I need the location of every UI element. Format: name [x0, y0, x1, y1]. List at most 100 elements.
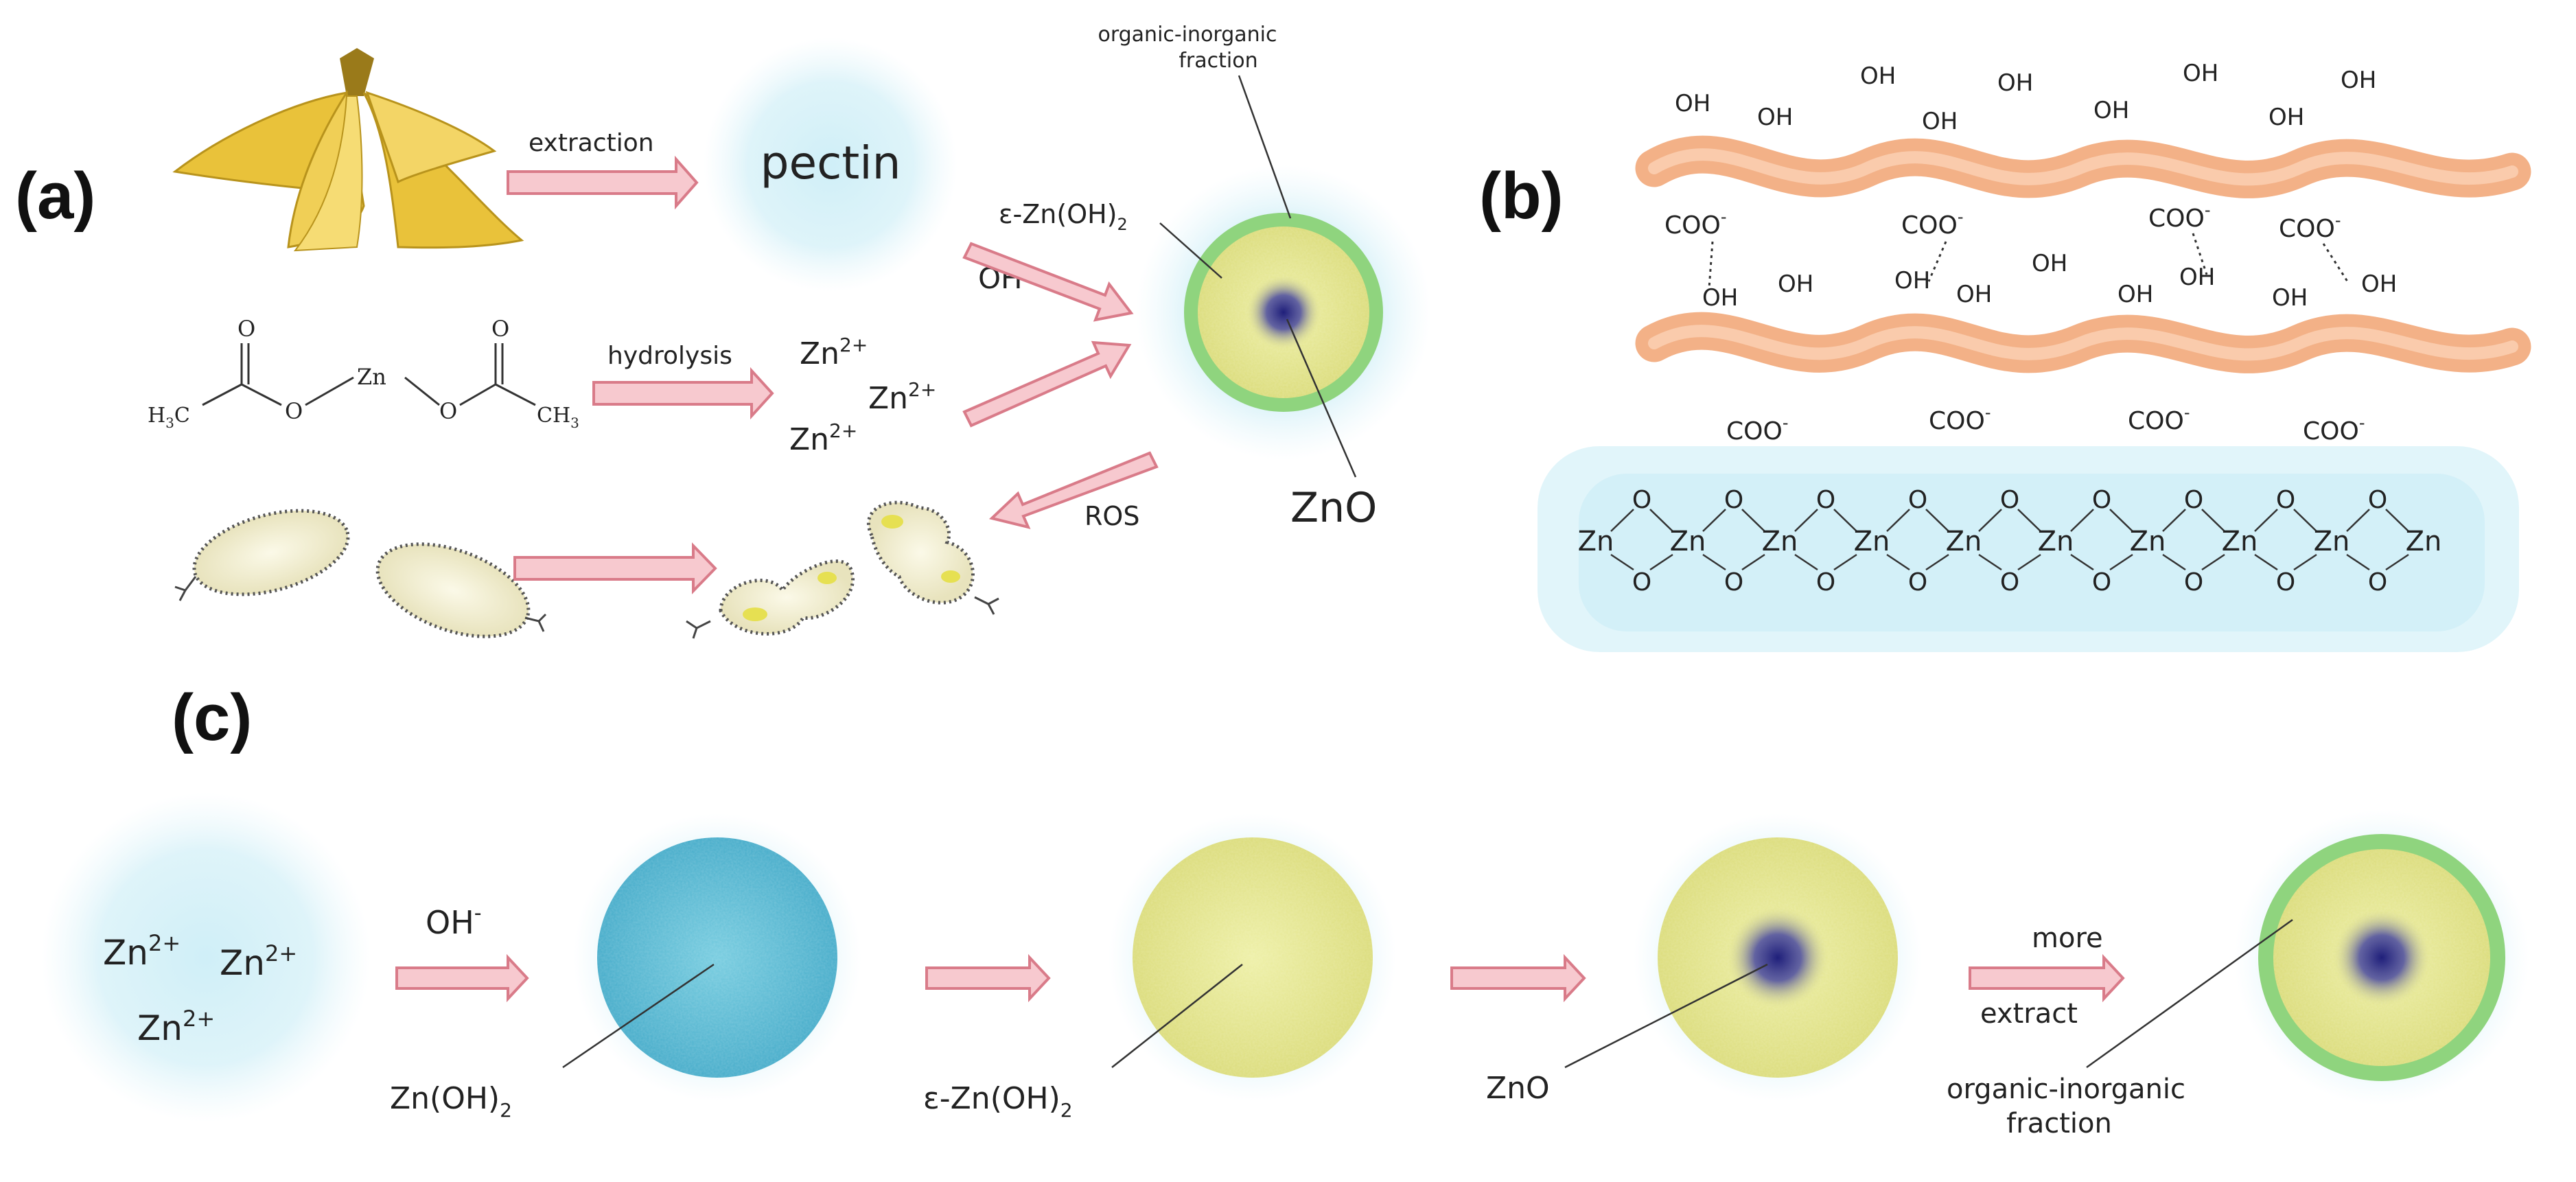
bacterium-1: [174, 509, 350, 601]
mol-ch3: CH3: [537, 404, 579, 431]
zn-o-bond: [1833, 509, 1857, 532]
zn-o-bond: [1978, 553, 2002, 571]
pectin-chain-upper: [1635, 135, 2531, 198]
arrow-zn-to-np: [962, 340, 1132, 428]
zn-o-bond: [2070, 509, 2094, 532]
coo-upper-1: COO-: [1664, 207, 1726, 240]
lattice-o-bottom: O: [2092, 568, 2111, 596]
lattice-o-top: O: [2000, 486, 2019, 514]
c-leader-org-inorg: [2086, 918, 2293, 1069]
zn-o-bond: [2201, 509, 2225, 532]
label-hydrolysis: hydrolysis: [607, 342, 732, 370]
lattice-zn: Zn: [2406, 526, 2442, 557]
zn-o-bond: [2385, 509, 2409, 532]
arrow-bacteria: [513, 542, 717, 594]
svg-text:OH: OH: [1956, 281, 1992, 308]
lattice-zn: Zn: [2038, 526, 2074, 557]
lattice-zn: Zn: [2222, 526, 2258, 557]
zn-o-bond: [1794, 553, 1818, 571]
lattice-o-bottom: O: [1632, 568, 1651, 596]
svg-text:OH: OH: [2093, 97, 2129, 124]
zn-o-bond: [1610, 509, 1634, 532]
zn-o-bond: [2070, 553, 2094, 571]
arrow-hydrolysis: [592, 367, 774, 420]
lattice-zn: Zn: [2314, 526, 2350, 557]
c-label-extract: extract: [1980, 998, 2078, 1030]
c-zn-ion-1: Zn2+: [103, 930, 181, 973]
c-stage-core-shell: [2234, 810, 2529, 1105]
c-label-zn-oh2: Zn(OH)2: [390, 1081, 512, 1122]
zn-o-bond: [2385, 553, 2409, 571]
svg-text:OH: OH: [2268, 104, 2304, 131]
zn-o-bond: [1925, 509, 1949, 532]
c-leader-zn-oh2: [562, 963, 715, 1069]
coo-lower-1: COO-: [1726, 413, 1788, 445]
svg-text:OH: OH: [1922, 108, 1958, 135]
mol-zn: Zn: [357, 364, 386, 390]
arrow-pectin-to-np: [962, 242, 1134, 322]
coo-lower-4: COO-: [2303, 413, 2365, 445]
lattice-o-bottom: O: [2368, 568, 2387, 596]
zn-o-bond: [1886, 553, 1910, 571]
lower-oh-labels: OH OH OH OH OH OH OH OH OH: [1702, 250, 2397, 312]
mol-o-top-left: O: [237, 316, 255, 342]
pectin-chain-lower: [1635, 312, 2531, 373]
c-label-eps-zn-oh2: ε-Zn(OH)2: [923, 1081, 1073, 1122]
zn-o-bond: [1702, 509, 1726, 532]
lattice-zn: Zn: [1578, 526, 1614, 557]
svg-text:OH: OH: [1675, 90, 1710, 117]
zn-o-bond: [1741, 509, 1765, 532]
svg-text:OH: OH: [2183, 60, 2218, 87]
lattice-zn: Zn: [1670, 526, 1706, 557]
bacterium-2: [375, 542, 547, 638]
coo-lower-3: COO-: [2128, 403, 2190, 435]
mol-o-left: O: [285, 398, 303, 424]
lattice-zn: Zn: [1946, 526, 1982, 557]
svg-text:OH: OH: [2361, 270, 2397, 298]
zn-o-bond: [1833, 553, 1857, 571]
upper-oh-labels: OH OH OH OH OH OH OH OH OH: [1675, 60, 2376, 135]
zn-o-bond: [1794, 509, 1818, 532]
zn-o-bond: [1741, 553, 1765, 571]
damaged-bacterium-2: [866, 500, 999, 615]
panel-label-a: (a): [15, 159, 95, 233]
c-stage-zn-oh2: [573, 813, 861, 1102]
zn-o-bond: [2017, 553, 2041, 571]
panel-label-c: (c): [172, 681, 252, 754]
zn-o-bond: [2201, 553, 2225, 571]
zn-o-bond: [2162, 509, 2186, 532]
zn-o-bond: [2109, 509, 2133, 532]
zn-o-bond: [2254, 553, 2278, 571]
zn-o-bond: [1610, 553, 1634, 571]
c-label-oh: OH-: [426, 901, 482, 941]
zn-o-bond: [1886, 509, 1910, 532]
lattice-zn: Zn: [2130, 526, 2166, 557]
lattice-o-bottom: O: [1816, 568, 1835, 596]
label-ros: ROS: [1084, 501, 1139, 531]
svg-text:OH: OH: [1894, 267, 1930, 294]
lattice-o-top: O: [1816, 486, 1835, 514]
zn-o-bond: [2346, 509, 2370, 532]
pectin-cloud: [704, 38, 958, 292]
label-org-inorg-a-1: organic-inorganic: [1098, 23, 1277, 47]
hydrogen-bonds: [1708, 233, 2349, 289]
lattice-o-top: O: [2276, 486, 2295, 514]
c-stage-zno: [1634, 813, 1922, 1102]
svg-text:OH: OH: [2032, 250, 2067, 277]
lattice-o-bottom: O: [2276, 568, 2295, 596]
zn-o-bond: [2293, 509, 2317, 532]
zn-ion-3: Zn2+: [789, 419, 857, 457]
zn-o-bond: [1649, 509, 1673, 532]
svg-text:OH: OH: [2272, 284, 2308, 312]
zn-ion-1: Zn2+: [800, 334, 868, 371]
label-eps-zn-oh2-a: ε-Zn(OH)2: [999, 199, 1128, 234]
c-leader-zno: [1564, 963, 1768, 1069]
svg-text:OH: OH: [1860, 62, 1896, 90]
c-label-org-inorg-2: fraction: [2006, 1108, 2112, 1139]
c-label-zno: ZnO: [1486, 1071, 1550, 1106]
c-label-org-inorg-1: organic-inorganic: [1947, 1074, 2185, 1105]
zno-chain-haze: [1538, 446, 2519, 652]
lattice-o-top: O: [1724, 486, 1743, 514]
